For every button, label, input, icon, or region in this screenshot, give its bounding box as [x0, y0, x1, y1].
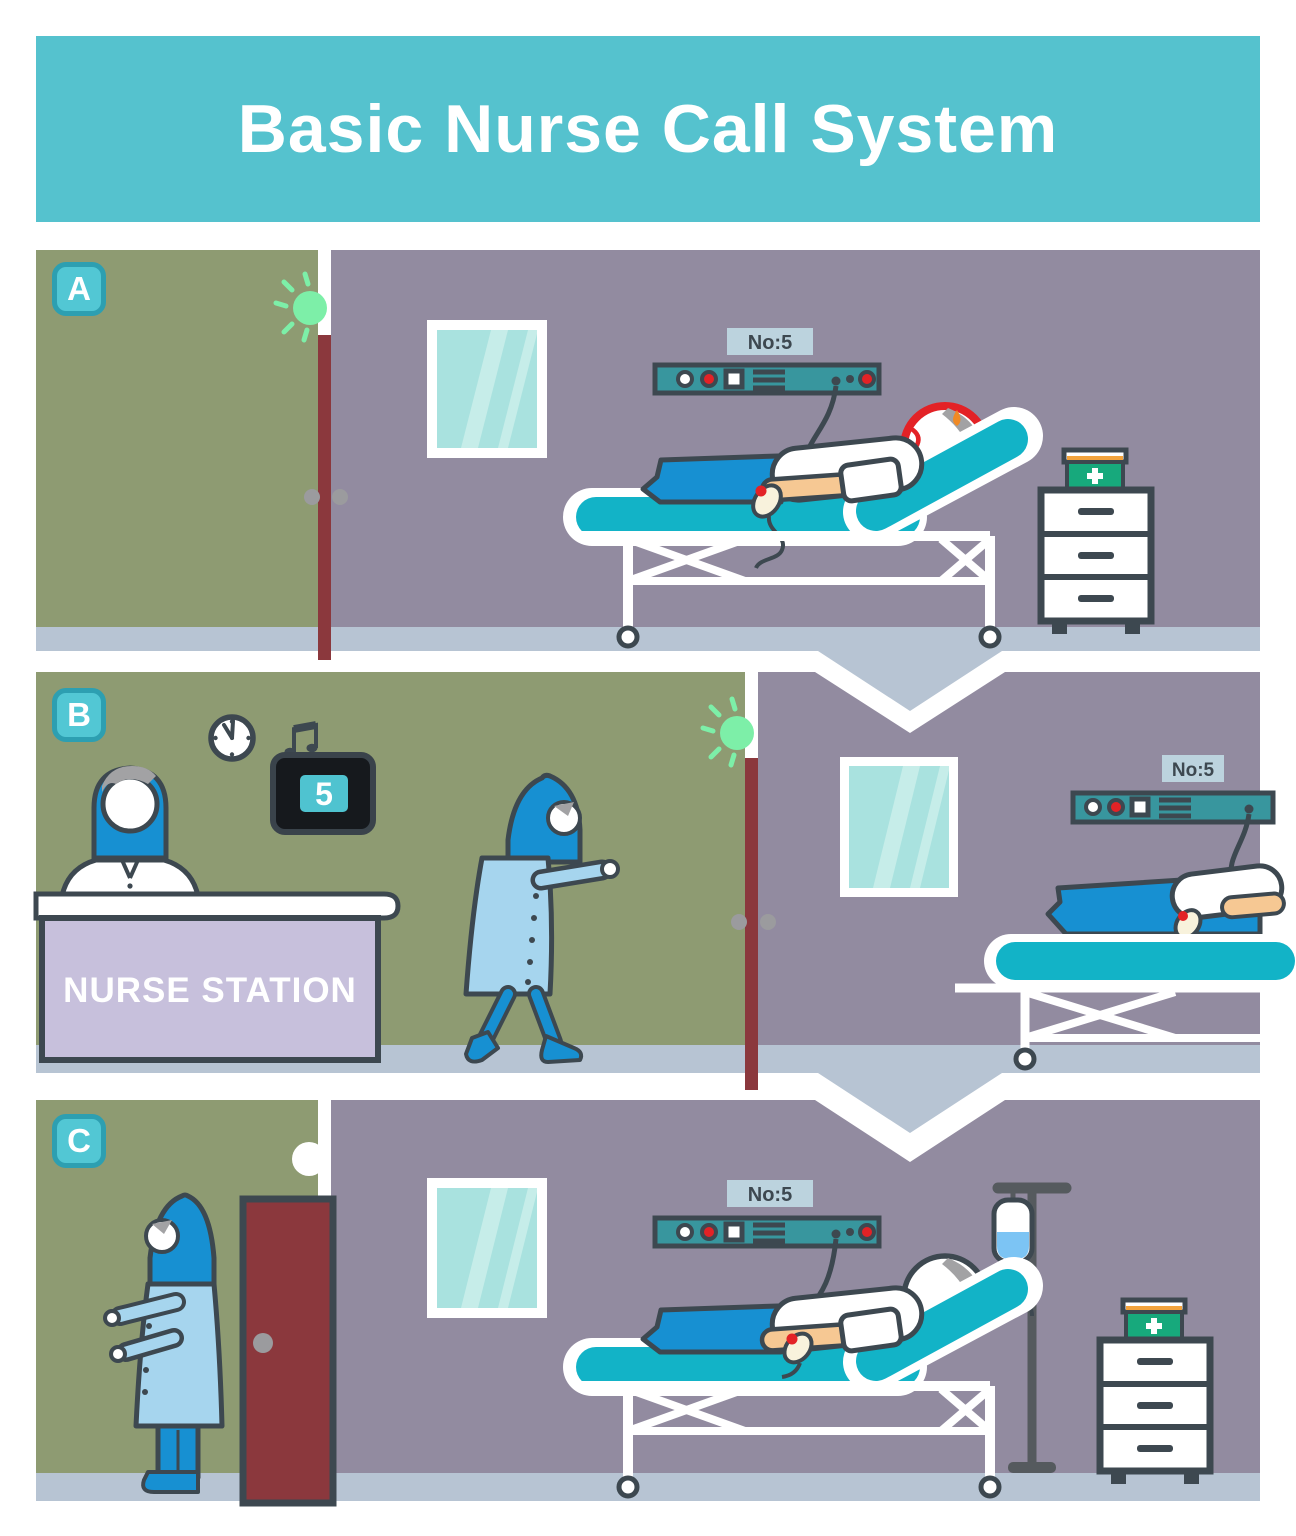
window — [840, 757, 958, 897]
nurse-boots — [141, 1470, 200, 1494]
panel-a-badge: A — [52, 262, 106, 316]
nurse-face-mask — [546, 800, 582, 836]
bedside-cabinet — [1096, 1297, 1214, 1484]
desk-front-panel — [39, 915, 381, 1063]
door-frame — [318, 250, 331, 335]
panel-c: No:5 — [36, 1100, 1260, 1507]
door-knob — [760, 914, 776, 930]
bedside-cabinet — [1037, 447, 1155, 634]
title-banner: Basic Nurse Call System — [36, 36, 1260, 222]
door-open — [239, 1195, 337, 1507]
patient-sleeve — [838, 456, 904, 504]
sweat-drop-icon — [953, 410, 961, 426]
nurse-lower-arm — [120, 1332, 180, 1358]
panel-a-scene: No:5 — [36, 250, 1260, 711]
patient-arm — [1220, 891, 1286, 920]
drawer-handle — [1137, 1402, 1173, 1409]
door-knob — [731, 914, 747, 930]
bed-wheel — [616, 625, 640, 649]
nurse-upper-arm — [114, 1296, 182, 1322]
svg-text:No:5: No:5 — [1172, 760, 1215, 781]
drawer-handle — [1137, 1445, 1173, 1452]
door-knob — [304, 489, 320, 505]
display-room-number: 5 — [315, 776, 333, 812]
display-screen — [300, 775, 348, 812]
panel-b: 5 NURSE STATION — [33, 672, 1296, 1134]
call-unit-vent-icon — [753, 369, 785, 391]
call-display: 5 — [270, 752, 376, 835]
floor — [36, 1473, 1260, 1501]
call-unit-square-button — [723, 368, 745, 390]
window — [427, 320, 547, 458]
first-aid-box-icon — [1061, 447, 1129, 492]
walking-nurse — [463, 772, 620, 1064]
bed-wheel — [978, 625, 1002, 649]
nurse-hand — [109, 1345, 127, 1363]
nurse-face-mask — [144, 1218, 180, 1254]
first-aid-box-icon — [1120, 1297, 1188, 1342]
nurse-gown — [133, 1281, 225, 1429]
desk-counter — [33, 891, 401, 921]
call-unit-red-button — [700, 370, 718, 388]
drawer-handle — [1078, 595, 1114, 602]
nurse-hand — [600, 859, 620, 879]
panel-a-label: A — [67, 270, 91, 307]
nurse-gray-hair — [102, 766, 156, 792]
bed-frame — [577, 531, 995, 628]
panel-b-badge: B — [52, 688, 106, 742]
room-number-label: No:5 — [1162, 755, 1224, 782]
nurse-front-boot — [539, 1034, 584, 1064]
hospital-bed-partial — [955, 863, 1296, 1071]
panel-b-scene: 5 NURSE STATION — [33, 672, 1296, 1133]
hospital-bed — [563, 1253, 1043, 1499]
svg-text:No:5: No:5 — [748, 332, 792, 354]
call-light-off-icon — [292, 1142, 326, 1176]
call-button-pressed — [751, 483, 786, 570]
svg-text:No:5: No:5 — [748, 1184, 792, 1206]
door-knob — [253, 1333, 273, 1353]
nurse-back-boot — [464, 1030, 500, 1064]
nurse-front-leg — [531, 989, 559, 1047]
call-button-idle — [781, 1331, 814, 1379]
door-closed — [745, 758, 758, 1090]
bed-frame — [955, 983, 1276, 1050]
room-number-label: No:5 — [727, 328, 813, 355]
bed-wheel — [978, 1475, 1002, 1499]
call-light-on-icon — [700, 696, 754, 768]
drawer-handle — [1078, 552, 1114, 559]
page-title: Basic Nurse Call System — [237, 91, 1059, 167]
drawer-handle — [1137, 1358, 1173, 1365]
floor — [36, 627, 1260, 711]
nurse-hand — [103, 1309, 121, 1327]
call-unit — [652, 1215, 882, 1343]
nurse-front-arm — [535, 864, 608, 886]
patient-blanket — [640, 1303, 784, 1355]
drawer-handle — [1078, 508, 1114, 515]
desk-sign: NURSE STATION — [63, 971, 357, 1010]
call-light-on-icon — [273, 271, 327, 343]
floor — [36, 1045, 1260, 1133]
standing-nurse — [103, 1192, 225, 1494]
bed-wheel — [1013, 1047, 1037, 1071]
panel-c-label: C — [67, 1122, 91, 1159]
clock-icon — [208, 714, 256, 762]
panel-c-scene: No:5 — [36, 1100, 1260, 1507]
panel-b-label: B — [67, 696, 91, 733]
bed-wheel — [616, 1475, 640, 1499]
bed-frame — [577, 1381, 995, 1478]
patient-sleeve — [838, 1306, 904, 1354]
chime-note-icon — [284, 721, 318, 757]
call-unit-white-button — [676, 370, 694, 388]
room-number-label: No:5 — [727, 1180, 813, 1207]
door-closed — [318, 335, 331, 660]
panel-a: No:5 — [36, 250, 1260, 712]
window — [427, 1178, 547, 1318]
door-knob — [332, 489, 348, 505]
panel-c-badge: C — [52, 1114, 106, 1168]
nurse-station-desk: NURSE STATION — [33, 891, 401, 1063]
nurse-face — [100, 774, 160, 834]
hospital-bed — [563, 402, 1043, 649]
